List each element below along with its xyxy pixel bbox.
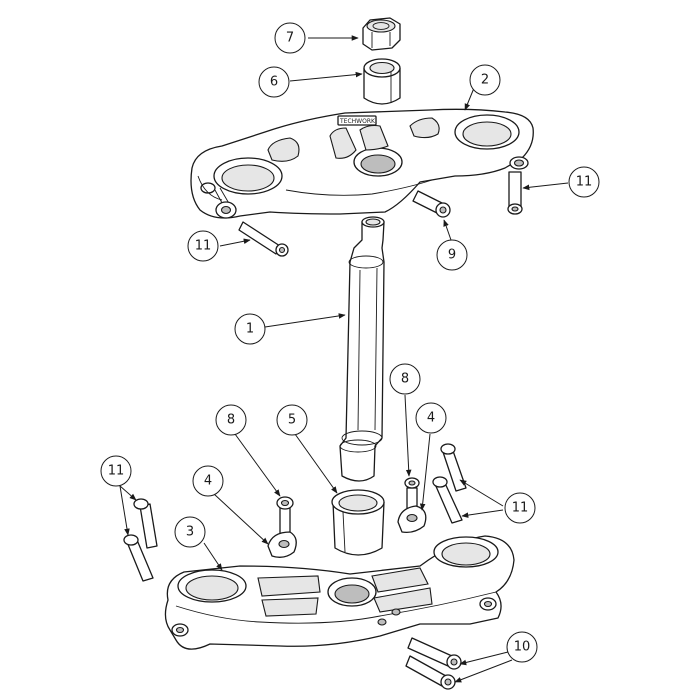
- bushing-part-6: [363, 58, 401, 105]
- callout-4-left: 4: [192, 465, 224, 497]
- callout-11-top-left: 11: [187, 230, 219, 262]
- bolt-part-10-lower: [405, 655, 456, 690]
- bolt-part-11-bottom-right-b: [432, 476, 463, 524]
- bolt-part-11-bottom-left-a: [133, 498, 158, 549]
- logo-text: TECHWORK: [339, 118, 376, 125]
- callout-3: 3: [174, 516, 206, 548]
- callout-4-right-label: 4: [427, 411, 435, 426]
- bottom-clamp-part-3: [164, 535, 515, 650]
- callout-7-label: 7: [286, 31, 294, 46]
- callout-1: 1: [234, 313, 266, 345]
- steering-stem-part-1: [339, 216, 385, 482]
- callout-11-top-right: 11: [568, 166, 600, 198]
- callout-11-top-left-label: 11: [195, 239, 212, 254]
- top-clamp-part-2: TECHWORK: [190, 108, 534, 219]
- callout-10-label: 10: [514, 640, 531, 655]
- bolt-part-11-top-left: [238, 221, 289, 257]
- callout-11-top-right-label: 11: [576, 175, 593, 190]
- bushing-part-5: [331, 489, 385, 556]
- callout-11-bottom-left: 11: [100, 455, 132, 487]
- bolt-part-10-upper: [407, 637, 462, 670]
- bolt-part-11-top-right: [507, 171, 523, 215]
- bolt-part-9: [412, 190, 451, 218]
- callout-2-label: 2: [481, 73, 489, 88]
- callout-5: 5: [276, 404, 308, 436]
- callout-5-label: 5: [288, 413, 296, 428]
- callout-4-right: 4: [415, 402, 447, 434]
- callout-7: 7: [274, 22, 306, 54]
- callout-1-label: 1: [246, 322, 254, 337]
- callout-8-left: 8: [215, 404, 247, 436]
- callout-9: 9: [436, 239, 468, 271]
- callout-8-right: 8: [389, 363, 421, 395]
- bolt-part-8-left: [276, 496, 294, 539]
- leader-lines: [119, 35, 569, 683]
- washer-part-4-left: [267, 531, 297, 558]
- washer-part-4-right: [397, 505, 427, 534]
- bolt-part-11-bottom-left-b: [123, 534, 154, 582]
- callout-6-label: 6: [270, 75, 278, 90]
- callout-4-left-label: 4: [204, 474, 212, 489]
- callout-11-bottom-left-label: 11: [108, 464, 125, 479]
- callout-10: 10: [506, 631, 538, 663]
- callout-9-label: 9: [448, 248, 456, 263]
- callout-11-bottom-right-label: 11: [512, 501, 529, 516]
- callout-3-label: 3: [186, 525, 194, 540]
- callout-11-bottom-right: 11: [504, 492, 536, 524]
- callout-2: 2: [469, 64, 501, 96]
- callout-6: 6: [258, 66, 290, 98]
- callout-8-right-label: 8: [401, 372, 409, 387]
- nut-part-7: [362, 17, 401, 51]
- callout-8-left-label: 8: [227, 413, 235, 428]
